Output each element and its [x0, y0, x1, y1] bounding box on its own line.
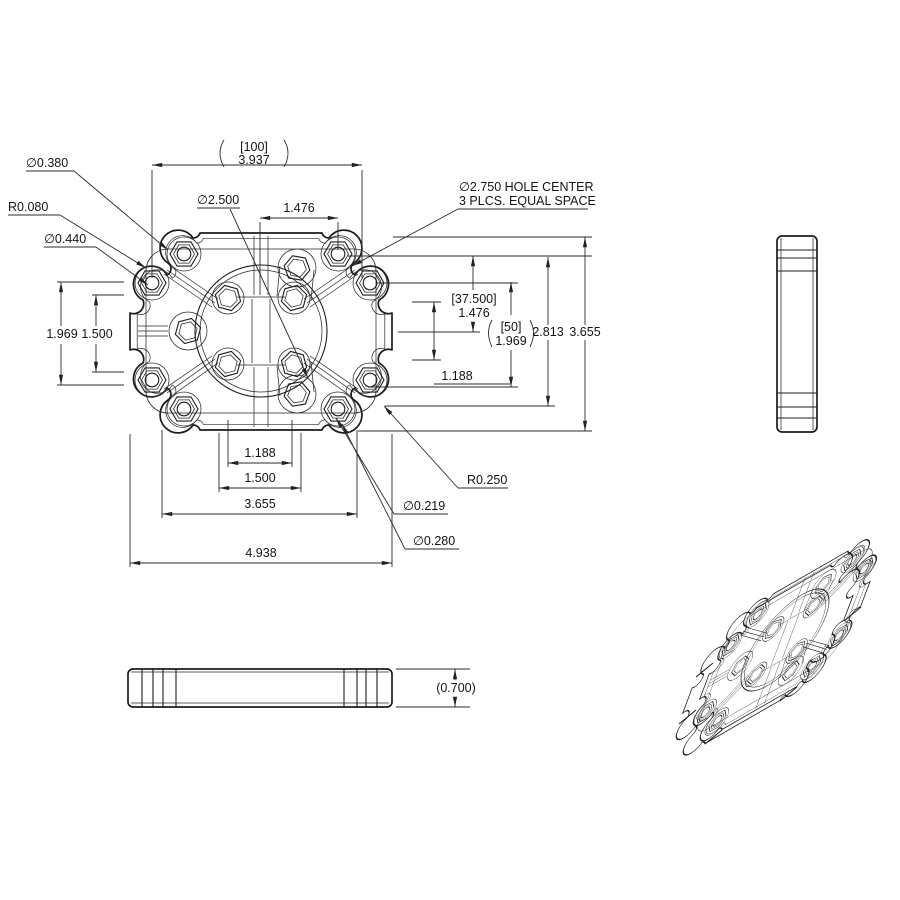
dim-overall-width-ref: [100] 3.937	[151, 139, 363, 278]
dim-left-1969: 1.969	[46, 282, 78, 385]
dim-bottom-3655: 3.655	[161, 430, 358, 518]
left-extension-lines	[57, 281, 124, 386]
dim-text: 2.813	[532, 325, 563, 339]
dim-right-1969: [50] 1.969	[488, 282, 534, 387]
dim-text: [50]	[501, 320, 522, 334]
leader-drill-callout: ∅0.380	[26, 156, 169, 251]
dim-right-1188: 1.188	[431, 302, 510, 385]
dim-text: 1.476	[458, 306, 489, 320]
dim-text: 1.188	[244, 446, 275, 460]
dim-text: 3.655	[569, 325, 600, 339]
note-text-line2: 3 PLCS. EQUAL SPACE	[459, 194, 596, 208]
dim-right-3655: 3.655	[569, 237, 601, 431]
dim-thickness: (0.700)	[396, 668, 476, 708]
dim-left-1500: 1.500	[81, 295, 113, 372]
side-view-right	[776, 235, 818, 433]
dim-text: ∅0.280	[413, 534, 455, 548]
leader-bore-diameter: ∅2.500	[197, 193, 309, 379]
dim-text: 1.969	[46, 327, 77, 341]
inner-contour	[136, 235, 386, 428]
dim-text: ∅0.380	[26, 156, 68, 170]
dim-text: 3.937	[238, 153, 269, 167]
dim-right-2813: 2.813	[532, 257, 564, 406]
dim-text: [37.500]	[451, 292, 496, 306]
dim-text: ∅0.219	[403, 499, 445, 513]
dim-text: 1.500	[244, 471, 275, 485]
dim-bottom-1500: 1.500	[218, 433, 302, 492]
dim-text: [100]	[240, 140, 268, 154]
dim-bottom-4938: 4.938	[129, 434, 393, 567]
dim-right-1476: [37.500] 1.476	[451, 256, 497, 332]
dim-text: 4.938	[245, 546, 276, 560]
dim-text: 1.476	[283, 201, 314, 215]
dim-text: R0.250	[467, 473, 507, 487]
dim-text: 3.655	[244, 497, 275, 511]
center-bore-inner-wall	[199, 269, 323, 393]
dim-text: 1.969	[495, 334, 526, 348]
leader-fillet-callout: R0.080	[8, 200, 147, 269]
dim-text: R0.080	[8, 200, 48, 214]
isometric-view	[660, 524, 892, 772]
dim-text: ∅2.500	[197, 193, 239, 207]
note-text-line1: ∅2.750 HOLE CENTER	[459, 180, 594, 194]
dim-text: 1.500	[81, 327, 112, 341]
iso-thickness-edges	[678, 606, 862, 745]
dim-bottom-1188: 1.188	[227, 420, 293, 467]
note-hole-pattern: ∅2.750 HOLE CENTER 3 PLCS. EQUAL SPACE	[351, 180, 596, 267]
ribs-and-slots	[138, 236, 359, 427]
leader-cbore-callout: ∅0.440	[44, 232, 149, 286]
leader-corner-radius: R0.250	[383, 405, 508, 489]
front-view	[129, 229, 393, 434]
dim-top-hole-spacing: 1.476	[259, 201, 339, 295]
dim-text: ∅0.440	[44, 232, 86, 246]
center-bore-circle	[194, 264, 328, 398]
bottom-profile-view	[127, 668, 393, 708]
hex-pockets	[168, 248, 317, 414]
dim-text: (0.700)	[436, 681, 476, 695]
dim-text: 1.188	[441, 369, 472, 383]
leader-hole-large: ∅0.280	[341, 423, 459, 550]
right-extension-lines	[348, 236, 592, 432]
